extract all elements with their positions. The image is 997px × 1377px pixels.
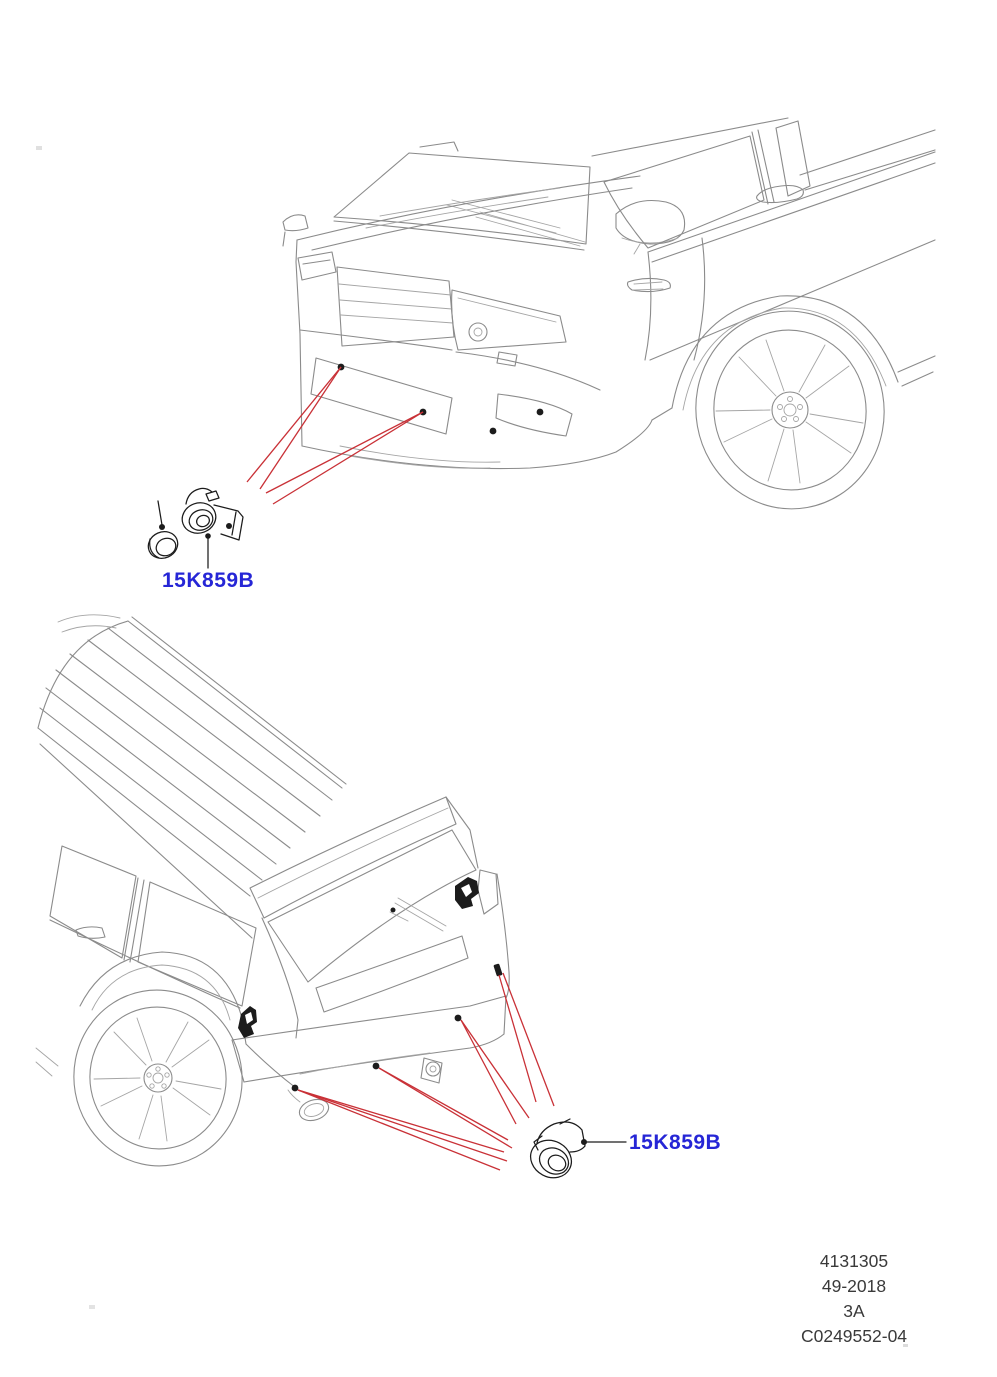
part-number-label-front[interactable]: 15K859B	[162, 569, 255, 592]
front-wheel	[695, 310, 885, 510]
rear-sensor-part	[529, 1118, 627, 1179]
reference-number: 4131305	[819, 1251, 889, 1271]
rear-sensor-location-dots	[291, 963, 503, 1092]
front-leader-lines	[246, 366, 424, 505]
rear-wheel	[73, 989, 243, 1167]
sensor-location-dot	[489, 427, 497, 435]
faint-marks	[36, 146, 908, 1347]
front-vehicle-illustration	[282, 117, 936, 510]
drawing-code: C0249552-04	[800, 1326, 908, 1346]
sensor-location-dot	[372, 1062, 380, 1070]
rear-leader-lines	[297, 972, 555, 1171]
rear-vehicle-illustration	[35, 614, 510, 1167]
sensor-location-dot	[454, 1014, 462, 1022]
drawing-reference-block: 4131305 49-2018 3A C0249552-04	[744, 1249, 964, 1349]
revision-date: 49-2018	[821, 1276, 887, 1296]
front-sensor-part	[147, 487, 244, 569]
tailgate-sensor-bracket-icon	[455, 877, 479, 909]
sensor-location-dot	[291, 1084, 299, 1092]
sensor-location-dot	[536, 408, 544, 416]
sheet-code: 3A	[843, 1301, 865, 1321]
sensor-location-mark	[493, 963, 503, 977]
quarter-panel-sensor-bracket-icon	[238, 1006, 257, 1038]
part-number-label-rear[interactable]: 15K859B	[629, 1131, 722, 1154]
